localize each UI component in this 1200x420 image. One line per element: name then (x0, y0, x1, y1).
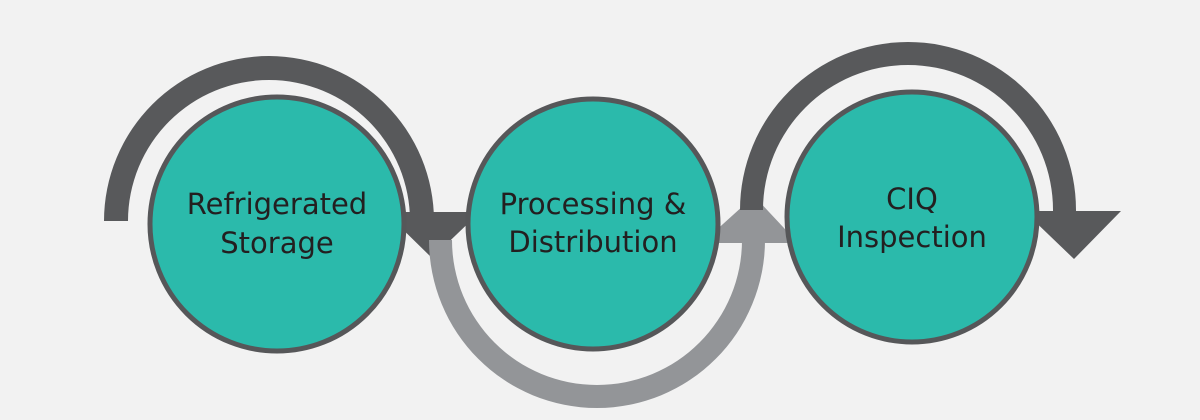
step-label: Distribution (508, 225, 677, 259)
step-ciq-inspection: CIQ Inspection (784, 89, 1040, 345)
step-circle (784, 89, 1040, 345)
arc-shaft (104, 56, 434, 233)
arrow-processing-to-ciq (429, 196, 798, 408)
step-label: Refrigerated (187, 187, 367, 221)
arrowhead (702, 196, 798, 243)
arc-shaft (429, 240, 765, 408)
arrow-ciq-loop (740, 42, 1121, 259)
step-label: Storage (220, 226, 333, 260)
step-label: Inspection (837, 220, 987, 254)
step-processing-distribution: Processing & Distribution (465, 96, 721, 352)
arrowhead (385, 212, 480, 258)
arrow-refrigerated-to-processing (104, 56, 480, 258)
arc-shaft (740, 42, 1076, 224)
step-circle (147, 94, 407, 354)
arrowhead (1024, 211, 1121, 259)
step-refrigerated-storage: Refrigerated Storage (147, 94, 407, 354)
step-label: Processing & (500, 187, 687, 221)
step-circle (465, 96, 721, 352)
step-label: CIQ (886, 182, 938, 216)
